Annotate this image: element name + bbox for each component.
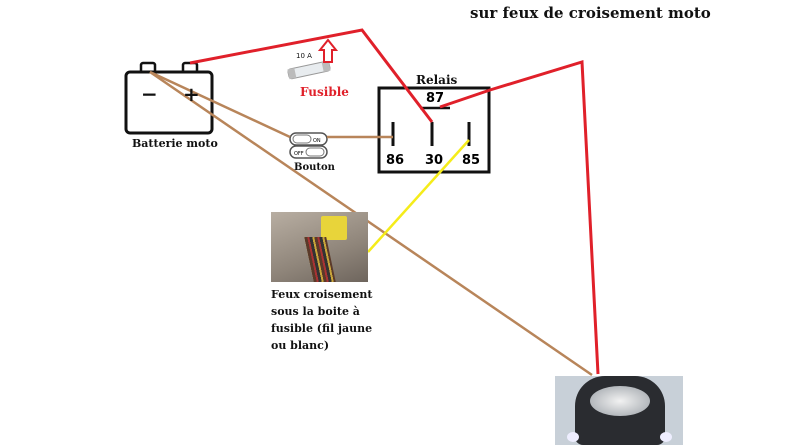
- positive-wire: [189, 28, 434, 123]
- signal-wire: [367, 139, 470, 253]
- connector-photo: [271, 212, 368, 282]
- diagram-title: sur feux de croisement moto: [470, 4, 711, 22]
- battery-icon: [124, 61, 214, 135]
- fuse-icon: [287, 60, 331, 80]
- motorcycle-photo: [555, 376, 683, 445]
- button-on-label: ON: [313, 138, 321, 144]
- headlight-feed-wire: [439, 60, 600, 375]
- relay-box: [377, 86, 491, 174]
- button-off-label: OFF: [294, 151, 304, 157]
- pin-87-label: 87: [426, 91, 445, 106]
- pin-30-label: 30: [425, 153, 444, 168]
- fuse-rating: 10 A: [296, 52, 312, 60]
- button-label: Bouton: [294, 162, 335, 173]
- battery-label: Batterie moto: [132, 137, 218, 150]
- ground-wire-moto: [149, 70, 593, 377]
- fuse-label: Fusible: [300, 85, 349, 99]
- pin-85-label: 85: [462, 153, 481, 168]
- switch-button-icon[interactable]: ON OFF: [289, 132, 328, 159]
- relay-label: Relais: [416, 73, 458, 87]
- pin-86-label: 86: [386, 153, 405, 168]
- lowbeam-label: Feux croisement sous la boite à fusible …: [271, 288, 373, 352]
- battery-plus-label: +: [183, 82, 200, 106]
- battery-minus-label: −: [141, 82, 158, 106]
- fuse-arrow-icon: [317, 38, 339, 63]
- ground-wire-switch: [149, 70, 291, 139]
